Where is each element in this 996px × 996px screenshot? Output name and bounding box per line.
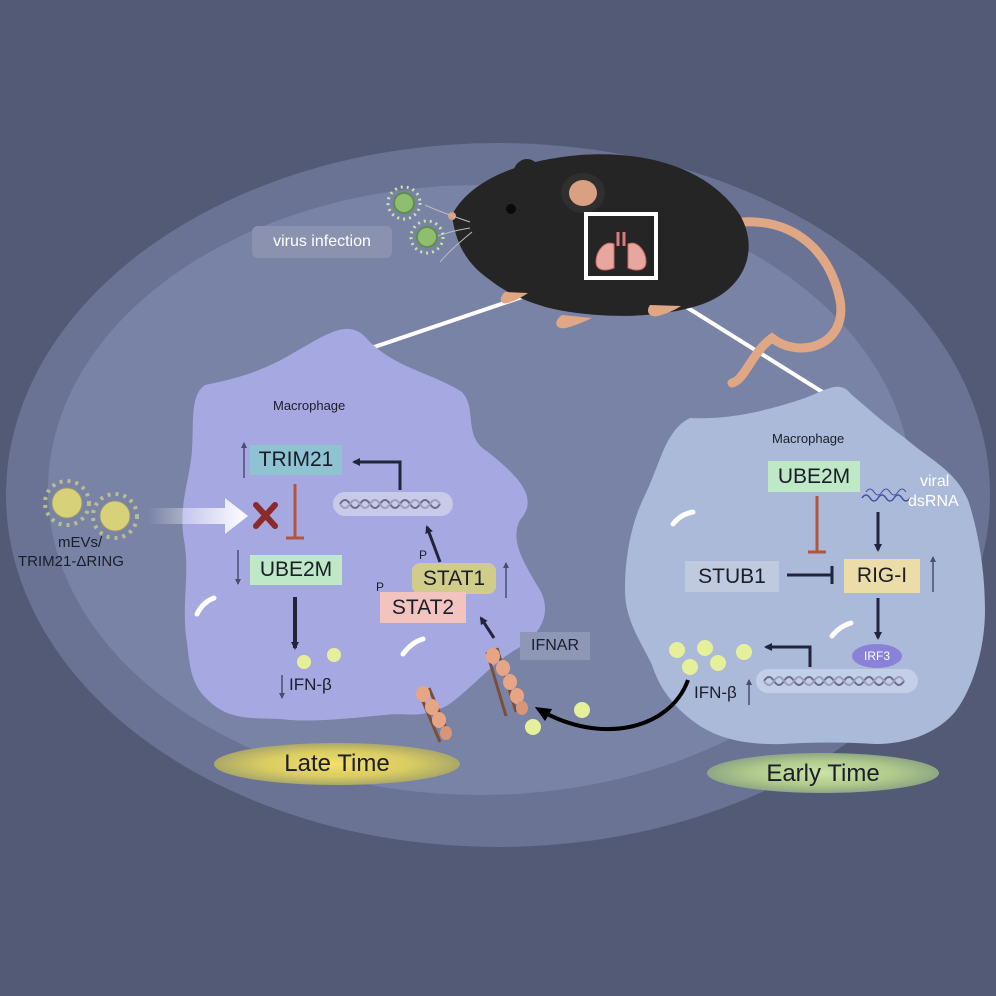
ifn-beta-ball: [574, 702, 590, 718]
viral-dsrna-label-line2: dsRNA: [908, 493, 959, 510]
ifnar-receptor-icon: [416, 686, 452, 743]
late-time-label: Late Time: [284, 750, 390, 777]
viral-dsrna-icon: [861, 494, 911, 502]
dna-to-ifnb-arrow: [764, 643, 812, 667]
dna-to-trim21-arrow: [352, 458, 402, 490]
stub1-box: STUB1: [685, 561, 779, 592]
ifn-beta-ball: [327, 648, 341, 662]
phospho-label-stat1: P: [419, 548, 428, 562]
ifnb-left-label: IFN-β: [289, 675, 332, 694]
dna-strand-right-bg: [756, 669, 918, 693]
mouse-body: [452, 154, 749, 316]
cell-highlight: [194, 595, 217, 617]
virus-infection-label: virus infection: [273, 233, 371, 250]
mevs-entry-arrow: [148, 498, 248, 534]
ifn-beta-ball: [525, 719, 541, 735]
mouse-ear: [513, 159, 541, 191]
virus-infection-label-bg: [252, 226, 392, 258]
ifnb-right-label: IFN-β: [694, 683, 737, 702]
rigi-box: RIG-I: [844, 559, 920, 593]
irf3-label: IRF3: [863, 649, 890, 663]
lungs-zoom-box: [584, 212, 658, 280]
stat-to-dna-arrow: [425, 525, 442, 563]
viral-dsrna-label-line1: viral: [920, 473, 950, 490]
dna-strand-left-bg: [333, 492, 453, 516]
dna-strand-left-2: [339, 499, 441, 509]
dna-strand-right-2: [763, 676, 905, 686]
irf3-ellipse: [852, 644, 902, 668]
mouse-eye: [506, 204, 516, 214]
ifnar-receptor-icon: [485, 647, 528, 717]
mevs-label-line1: mEVs/: [58, 534, 103, 551]
ifnb-secretion-arrow: [534, 679, 690, 732]
ifn-beta-ball: [682, 659, 698, 675]
macrophage-left-label: Macrophage: [273, 398, 346, 413]
ifn-beta-ball: [697, 640, 713, 656]
ifn-beta-ball: [297, 655, 311, 669]
ube2m-left-box: UBE2M: [250, 555, 342, 585]
phospho-label-stat2: P: [376, 580, 385, 594]
ifn-beta-ball: [710, 655, 726, 671]
cell-highlight: [400, 636, 426, 657]
virus-icon: [386, 185, 422, 221]
mouse-front-paw: [500, 292, 528, 304]
mev-particle-icon: [91, 492, 139, 540]
mouse-illustration: [424, 154, 846, 388]
ifn-beta-ball: [736, 644, 752, 660]
early-time-label: Early Time: [766, 760, 880, 787]
mouse-hind-paw: [647, 305, 681, 317]
cell-highlight: [670, 509, 696, 527]
trim21-box: TRIM21: [250, 445, 342, 475]
block-x-icon: [253, 502, 278, 529]
stat2-box: STAT2: [380, 592, 466, 623]
lungs-icon: [595, 232, 647, 271]
cell-highlight: [829, 620, 854, 639]
mouse-hind-paw: [556, 315, 592, 329]
ifnar-to-stat-arrow: [479, 616, 496, 639]
macrophage-right-label: Macrophage: [772, 431, 845, 446]
viral-dsrna-icon: [865, 488, 907, 496]
virus-icon: [409, 219, 445, 255]
mevs-label-line2: TRIM21-ΔRING: [18, 553, 124, 570]
early-time-ellipse: [707, 753, 939, 793]
mouse-ear-inner: [569, 180, 597, 206]
mev-particle-icon: [43, 479, 91, 527]
late-time-ellipse: [214, 743, 460, 785]
ube2m-right-box: UBE2M: [768, 461, 860, 492]
mouse-tail: [715, 217, 846, 388]
ifnar-label: IFNAR: [520, 632, 590, 660]
ifn-beta-ball: [669, 642, 685, 658]
stat1-box: STAT1: [412, 563, 496, 594]
